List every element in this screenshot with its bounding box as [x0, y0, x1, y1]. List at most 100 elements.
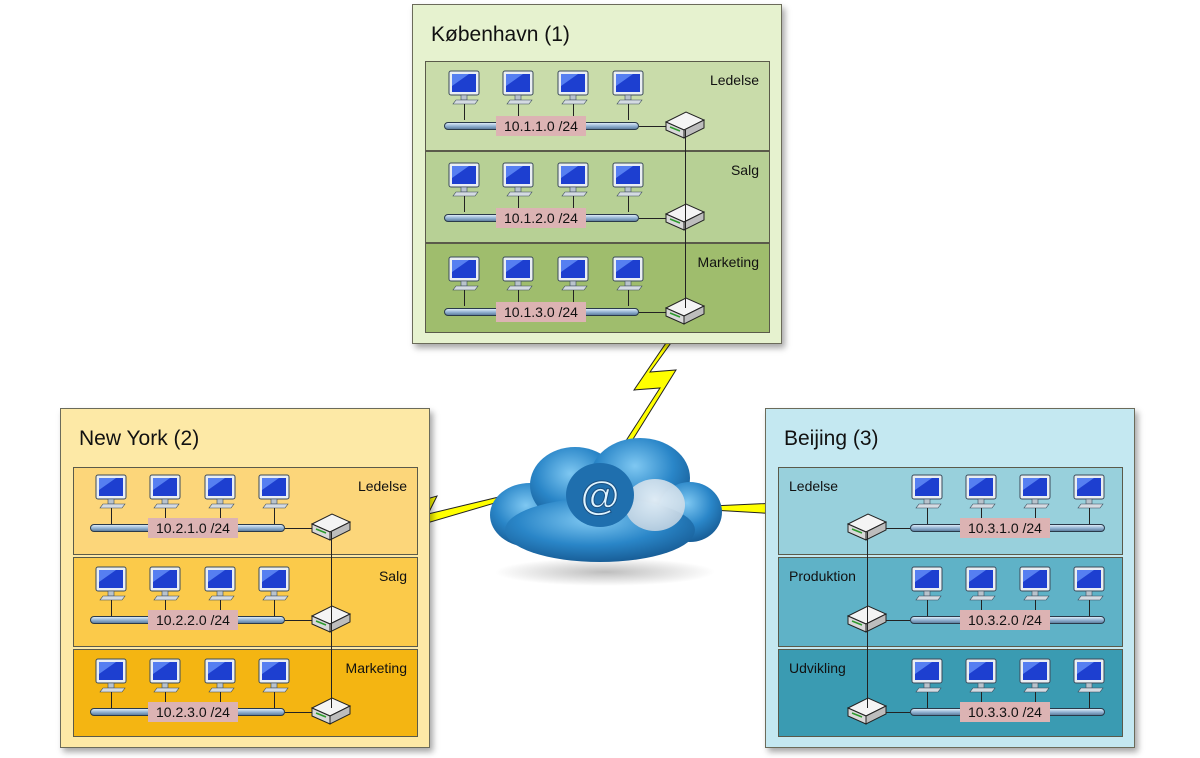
site-beijing: Beijing (3) Ledelse Produktion Udvikling	[765, 408, 1135, 748]
site-title: København (1)	[431, 23, 570, 46]
computer-icon	[556, 256, 590, 302]
computer-icon	[556, 70, 590, 116]
bus-to-switch-line	[639, 218, 666, 219]
dept-label: Salg	[378, 568, 407, 584]
computer-icon	[447, 256, 481, 302]
computer-icon	[1018, 658, 1052, 704]
bus-to-switch-line	[639, 312, 666, 313]
computer-icon	[1018, 474, 1052, 520]
computer-icon	[964, 658, 998, 704]
pc-drop-line	[981, 508, 982, 524]
computer-icon	[1018, 566, 1052, 612]
pc-drop-line	[927, 692, 928, 708]
pc-drop-line	[981, 600, 982, 616]
bus-to-switch-line	[285, 620, 312, 621]
pc-drop-line	[1089, 600, 1090, 616]
dept-label: Ledelse	[709, 72, 759, 88]
pc-drop-line	[165, 508, 166, 524]
pc-drop-line	[464, 290, 465, 306]
pc-drop-line	[111, 508, 112, 524]
switch-trunk-line	[685, 130, 686, 308]
pc-drop-line	[628, 104, 629, 120]
dept-label: Ledelse	[789, 478, 839, 494]
dept-ledelse: Ledelse	[778, 467, 1123, 555]
dept-ledelse: Ledelse	[73, 467, 418, 555]
computer-icon	[94, 474, 128, 520]
pc-drop-line	[464, 104, 465, 120]
pc-drop-line	[573, 290, 574, 306]
computer-icon	[257, 474, 291, 520]
pc-drop-line	[573, 104, 574, 120]
pc-drop-line	[111, 692, 112, 708]
subnet-label: 10.2.2.0 /24	[148, 610, 238, 630]
computer-icon	[1072, 658, 1106, 704]
computer-icon	[611, 162, 645, 208]
computer-icon	[910, 658, 944, 704]
dept-label: Salg	[730, 162, 759, 178]
dept-label: Produktion	[789, 568, 856, 584]
pc-drop-line	[628, 196, 629, 212]
dept-salg: Salg	[425, 151, 770, 243]
pc-drop-line	[518, 104, 519, 120]
computer-icon	[611, 256, 645, 302]
site-title: Beijing (3)	[784, 427, 879, 450]
pc-drop-line	[981, 692, 982, 708]
computer-icon	[257, 658, 291, 704]
svg-text:@: @	[580, 474, 619, 518]
pc-drop-line	[1035, 692, 1036, 708]
bus-to-switch-line	[886, 528, 910, 529]
computer-icon	[203, 658, 237, 704]
computer-icon	[501, 162, 535, 208]
bus-to-switch-line	[639, 126, 666, 127]
computer-icon	[447, 70, 481, 116]
subnet-label: 10.1.2.0 /24	[496, 208, 586, 228]
switch-icon	[846, 512, 888, 542]
computer-icon	[94, 566, 128, 612]
internet-cloud-icon: @	[490, 438, 722, 562]
dept-produktion: Produktion	[778, 557, 1123, 647]
computer-icon	[148, 658, 182, 704]
computer-icon	[148, 566, 182, 612]
pc-drop-line	[927, 508, 928, 524]
computer-icon	[203, 474, 237, 520]
pc-drop-line	[274, 508, 275, 524]
computer-icon	[94, 658, 128, 704]
subnet-label: 10.2.3.0 /24	[148, 702, 238, 722]
pc-drop-line	[1089, 692, 1090, 708]
pc-drop-line	[1035, 508, 1036, 524]
computer-icon	[1072, 474, 1106, 520]
subnet-label: 10.1.3.0 /24	[496, 302, 586, 322]
pc-drop-line	[220, 600, 221, 616]
pc-drop-line	[464, 196, 465, 212]
switch-icon	[310, 604, 352, 634]
dept-label: Ledelse	[357, 478, 407, 494]
dept-ledelse: Ledelse	[425, 61, 770, 151]
pc-drop-line	[518, 196, 519, 212]
switch-icon	[664, 110, 706, 140]
pc-drop-line	[518, 290, 519, 306]
computer-icon	[257, 566, 291, 612]
computer-icon	[447, 162, 481, 208]
switch-icon	[310, 512, 352, 542]
dept-salg: Salg	[73, 557, 418, 647]
pc-drop-line	[628, 290, 629, 306]
computer-icon	[501, 256, 535, 302]
subnet-label: 10.3.1.0 /24	[960, 518, 1050, 538]
bus-to-switch-line	[886, 712, 910, 713]
dept-label: Marketing	[697, 254, 759, 270]
dept-udvikling: Udvikling	[778, 649, 1123, 737]
pc-drop-line	[220, 508, 221, 524]
subnet-label: 10.3.3.0 /24	[960, 702, 1050, 722]
switch-trunk-line	[331, 532, 332, 708]
computer-icon	[1072, 566, 1106, 612]
bus-to-switch-line	[285, 528, 312, 529]
pc-drop-line	[573, 196, 574, 212]
pc-drop-line	[1089, 508, 1090, 524]
pc-drop-line	[111, 600, 112, 616]
dept-label: Marketing	[345, 660, 407, 676]
computer-icon	[910, 474, 944, 520]
pc-drop-line	[165, 600, 166, 616]
bus-to-switch-line	[285, 712, 312, 713]
switch-trunk-line	[867, 532, 868, 708]
computer-icon	[964, 474, 998, 520]
